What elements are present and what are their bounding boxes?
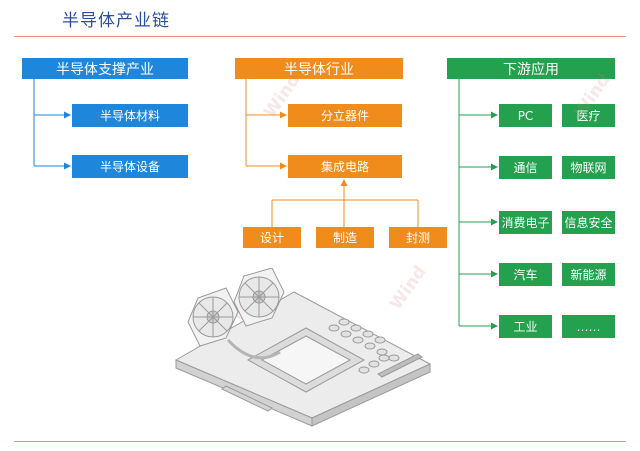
app-consumer-electronics: 消费电子 (499, 211, 552, 234)
industry-integrated-circuit: 集成电路 (288, 155, 402, 178)
app-information-security: 信息安全 (562, 211, 615, 234)
app-more: …… (562, 315, 615, 338)
downstream-header: 下游应用 (447, 58, 615, 79)
app-communication: 通信 (499, 156, 552, 179)
industry-header: 半导体行业 (235, 58, 403, 79)
industry-discrete-devices: 分立器件 (288, 104, 402, 127)
bottom-divider (14, 441, 626, 442)
app-industrial: 工业 (499, 315, 552, 338)
ic-step-design: 设计 (243, 227, 301, 248)
app-automotive: 汽车 (499, 263, 552, 286)
support-header: 半导体支撑产业 (22, 58, 188, 79)
support-item-materials: 半导体材料 (72, 104, 188, 127)
app-medical: 医疗 (562, 104, 615, 127)
ic-step-manufacturing: 制造 (316, 227, 374, 248)
ic-step-packaging-testing: 封测 (389, 227, 447, 248)
app-pc: PC (499, 104, 552, 127)
app-new-energy: 新能源 (562, 263, 615, 286)
title-divider (14, 36, 626, 37)
app-iot: 物联网 (562, 156, 615, 179)
motherboard-illustration-icon (174, 268, 432, 427)
support-item-equipment: 半导体设备 (72, 155, 188, 178)
page-title: 半导体产业链 (62, 11, 170, 31)
